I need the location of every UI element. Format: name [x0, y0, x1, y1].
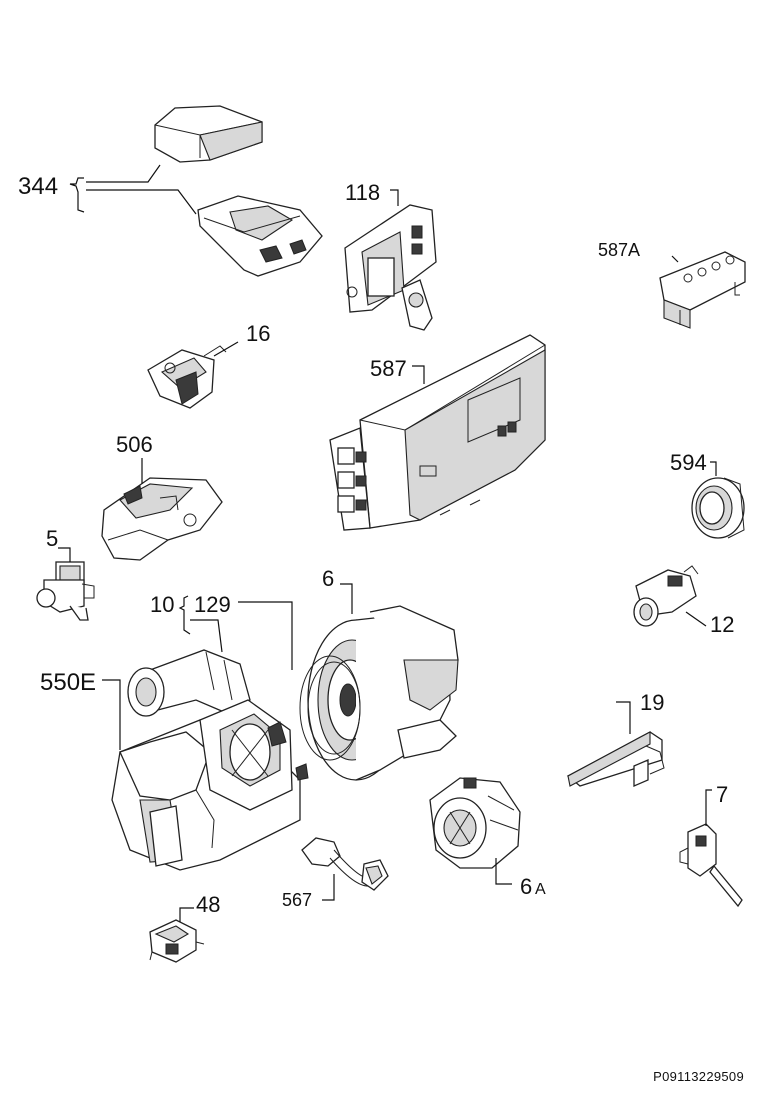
label-10: 10 [150, 592, 174, 617]
label-550E: 550E [40, 669, 96, 696]
label-587: 587 [370, 356, 407, 381]
label-129: 129 [194, 592, 231, 617]
leader-10-129 [178, 595, 293, 670]
label-6A-suffix: A [535, 881, 546, 898]
part-594-ring [691, 477, 745, 539]
leader-550E [102, 679, 121, 750]
label-506: 506 [116, 432, 153, 457]
part-550E-pump-housing [111, 699, 309, 871]
leader-48 [179, 907, 194, 922]
part-5-inlet-valve [36, 561, 95, 621]
part-344-cover-assembly [154, 105, 323, 277]
leader-12 [685, 611, 707, 627]
leader-5 [58, 547, 71, 562]
part-129-gasket [299, 655, 361, 761]
part-118-control-panel [344, 204, 437, 331]
part-19-heating-element [566, 731, 665, 787]
label-5: 5 [46, 526, 58, 551]
leader-587A [671, 255, 679, 263]
part-7-level-sensor [679, 823, 743, 908]
part-16-sensor [147, 345, 227, 409]
label-587A: 587A [598, 240, 640, 260]
label-6: 6 [322, 566, 334, 591]
part-506-dispenser [101, 477, 223, 561]
part-567-wire-harness [301, 837, 389, 891]
part-12-sensor [633, 565, 699, 627]
leader-567 [322, 874, 335, 901]
leader-344 [69, 164, 197, 215]
label-118: 118 [345, 180, 380, 205]
part-6-circulation-pump [307, 605, 459, 781]
label-567: 567 [282, 890, 312, 910]
label-7: 7 [716, 782, 728, 807]
document-reference-number: P09113229509 [653, 1069, 744, 1084]
leader-587 [412, 365, 425, 384]
part-48-sensor [149, 919, 205, 963]
leader-6A [495, 858, 512, 885]
leader-16 [213, 341, 239, 357]
label-6A-number: 6 [520, 874, 532, 899]
leader-594 [710, 461, 717, 476]
label-594: 594 [670, 450, 707, 475]
label-19: 19 [640, 690, 664, 715]
leader-19 [616, 701, 631, 734]
label-16: 16 [246, 321, 270, 346]
part-587A-terminal-block [659, 251, 746, 329]
part-6A-pump-motor [429, 777, 521, 869]
part-587-electronic-module [329, 334, 546, 531]
part-10-hose [127, 649, 251, 717]
label-344: 344 [18, 173, 58, 200]
leader-7 [705, 789, 712, 826]
leader-118 [390, 189, 399, 206]
leader-6 [340, 583, 353, 614]
label-48: 48 [196, 892, 220, 917]
label-12: 12 [710, 612, 734, 637]
